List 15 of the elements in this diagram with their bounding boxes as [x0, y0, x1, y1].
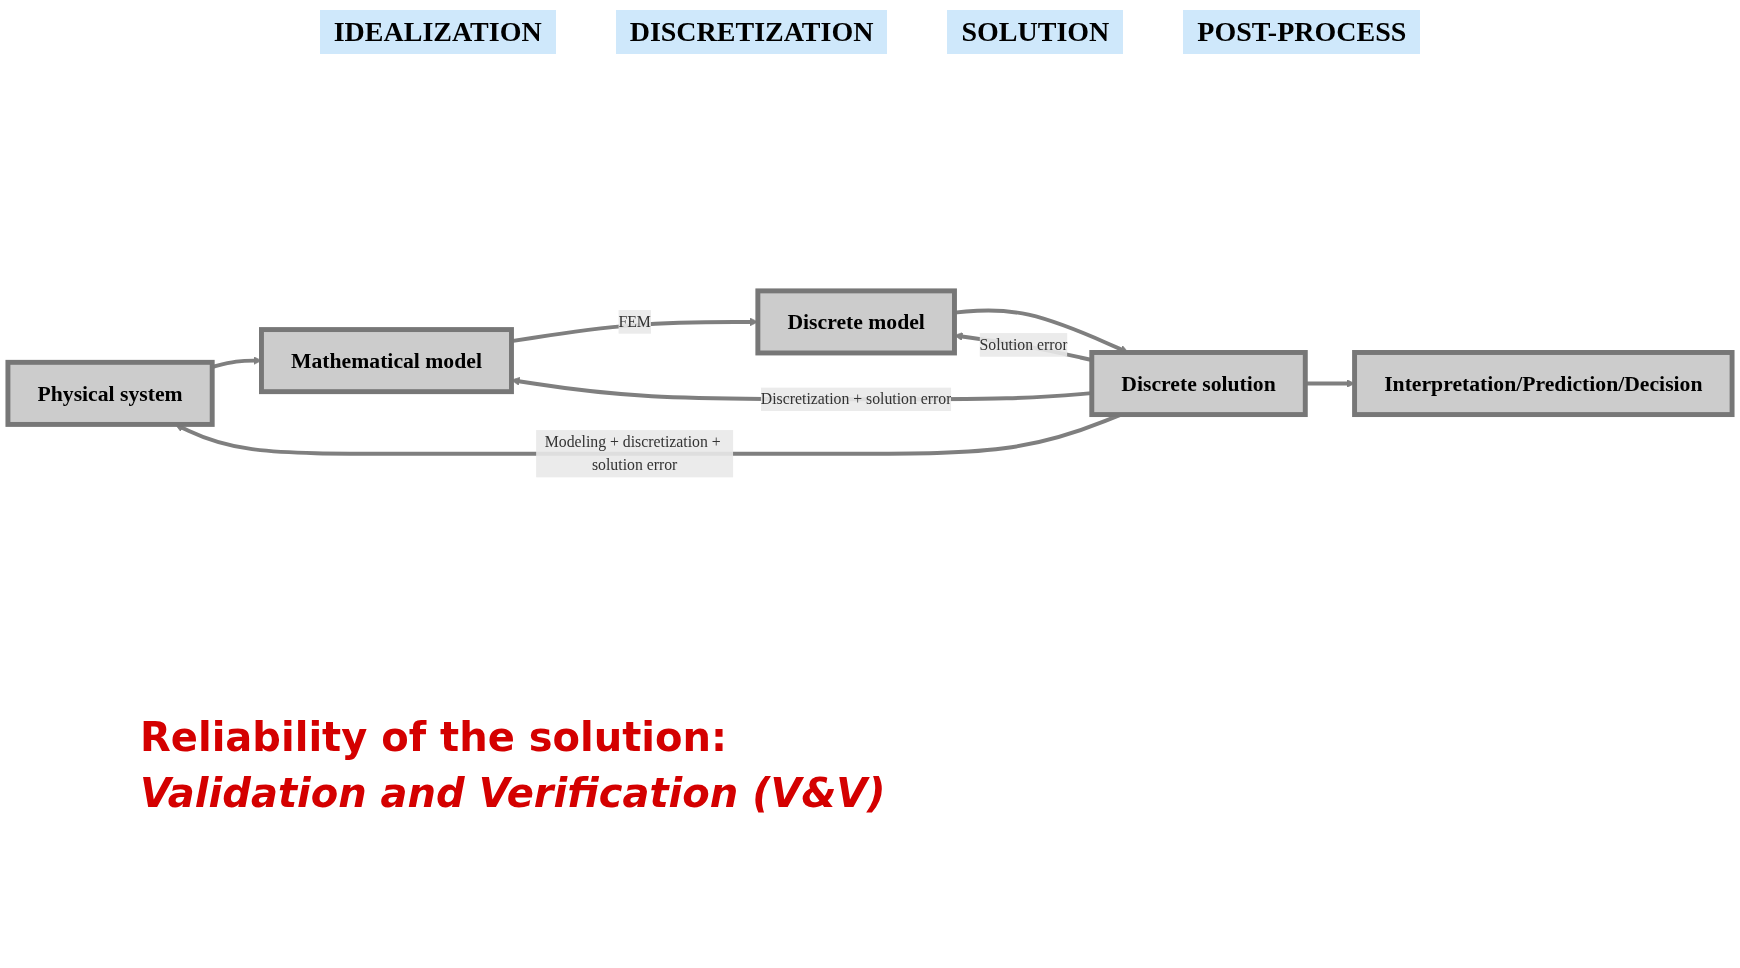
node-box: Discrete solution	[1089, 349, 1308, 417]
node-box: Discrete model	[755, 288, 957, 356]
node-box: Interpretation/Prediction/Decision	[1352, 349, 1735, 417]
stage-label: DISCRETIZATION	[615, 10, 888, 54]
node-box: Mathematical model	[259, 326, 514, 394]
edge-label: FEM	[618, 312, 651, 330]
edge-label: Discretization + solution error	[760, 390, 952, 408]
edge-label: Modeling + discretization + solution error	[544, 432, 721, 474]
note-text: Reliability of the solution:	[140, 714, 728, 760]
note-text: Validation and Verification (V&V)	[140, 770, 887, 816]
edge-label: Solution error	[979, 335, 1068, 353]
node-box: Physical system	[5, 359, 215, 427]
stage-label: SOLUTION	[947, 10, 1124, 54]
stage-label: POST-PROCESS	[1183, 10, 1421, 54]
stage-label: IDEALIZATION	[319, 10, 556, 54]
